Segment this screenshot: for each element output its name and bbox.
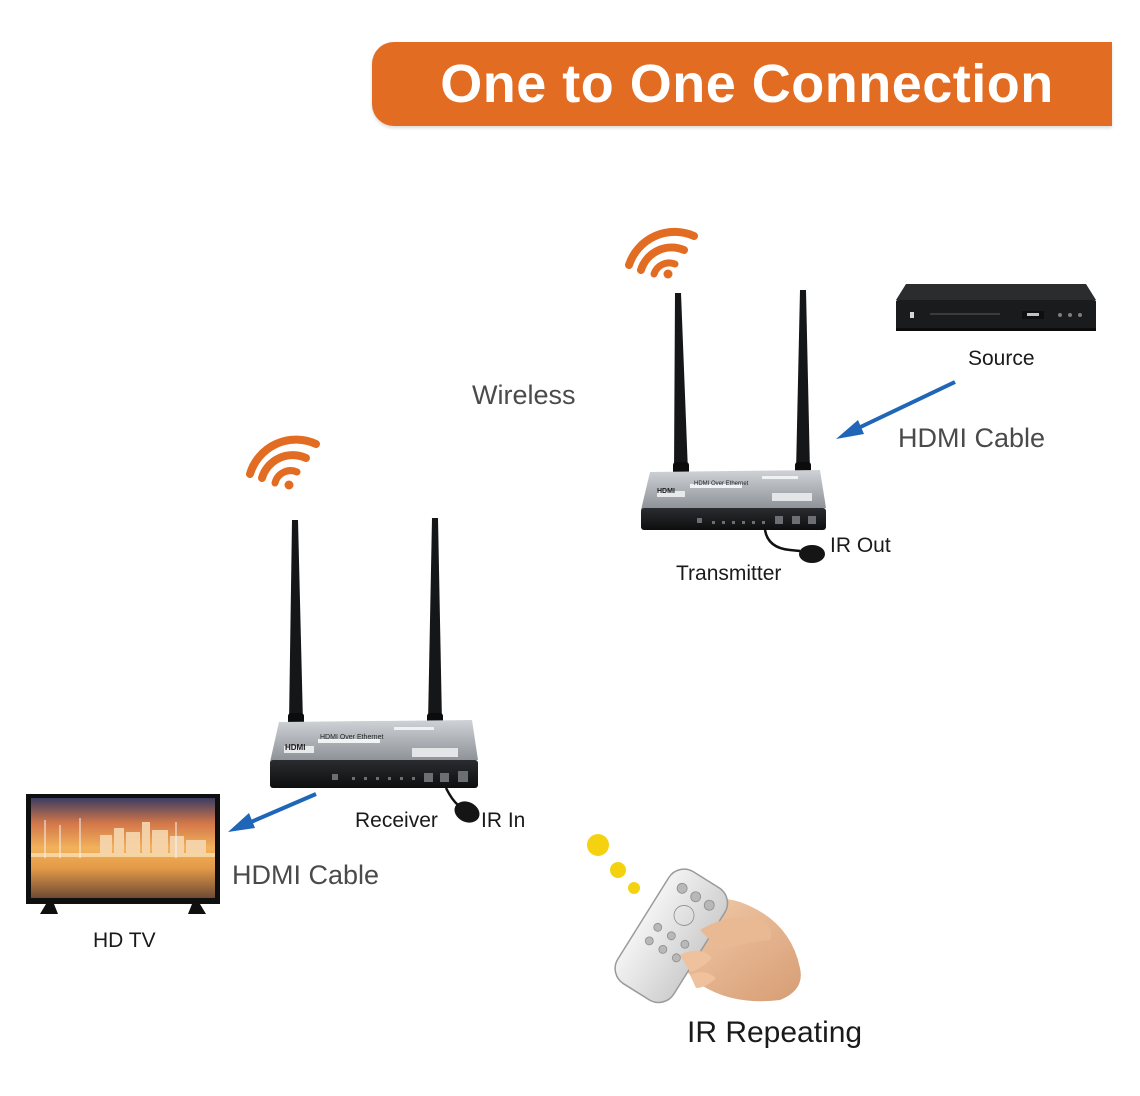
source-label: Source — [968, 347, 1035, 370]
receiver-label: Receiver — [355, 809, 438, 832]
transmitter-hdmi-logo: HDMI — [657, 488, 675, 495]
arrow-icon — [836, 380, 956, 439]
transmitter-label: Transmitter — [676, 562, 782, 585]
hd-tv-label: HD TV — [93, 929, 156, 952]
title-banner: One to One Connection — [372, 42, 1112, 126]
wifi-signal-icon — [246, 435, 320, 490]
wifi-signal-icon — [625, 227, 698, 279]
receiver-product-line: HDMI Over Ethernet — [320, 734, 384, 741]
ir-out-label: IR Out — [830, 534, 891, 557]
ir-in-label: IR In — [481, 809, 526, 832]
ir-repeating-label: IR Repeating — [687, 1016, 863, 1049]
arrow-icon — [228, 792, 317, 832]
ir-signal-dots — [587, 834, 640, 894]
receiver-device — [270, 518, 480, 823]
receiver-hdmi-logo: HDMI — [285, 743, 306, 752]
hdmi-cable-label-top: HDMI Cable — [898, 423, 1046, 453]
transmitter-device — [641, 290, 826, 563]
wireless-label: Wireless — [472, 380, 576, 410]
hd-tv — [26, 794, 220, 914]
page-title: One to One Connection — [440, 54, 1054, 114]
hand-with-remote — [614, 868, 801, 1004]
source-player — [896, 284, 1096, 331]
hdmi-cable-label-bottom: HDMI Cable — [232, 860, 380, 890]
transmitter-product-line: HDMI Over Ethernet — [694, 481, 749, 487]
